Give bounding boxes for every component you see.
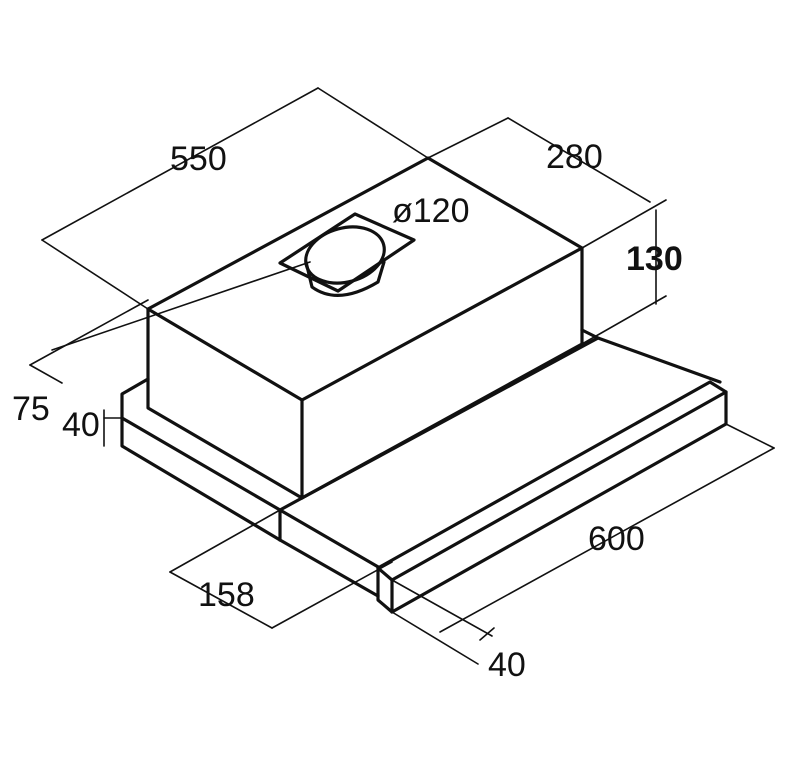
- dim-550-ext-right: [317, 87, 429, 159]
- base-tray-top-left: [120, 416, 304, 512]
- dim-550-line: [41, 87, 319, 241]
- dimension-labels: 550 280 ø120 130 75 40 158 600 40: [12, 138, 683, 684]
- dim-158-ext-right: [271, 561, 393, 629]
- dim-550-ext-left: [41, 239, 149, 310]
- dim-280-line: [507, 117, 651, 203]
- dim-40-front-ext: [391, 579, 493, 637]
- dim-158-line: [169, 571, 273, 629]
- sliding-tray: [278, 336, 722, 598]
- slide-lower-edge: [278, 538, 380, 598]
- motor-box-top: [146, 156, 584, 402]
- motor-box-left-face: [146, 307, 304, 500]
- dim-280-ext-left: [427, 117, 509, 159]
- label-motor-height: 130: [626, 240, 683, 278]
- dim-75-ext-bottom: [29, 364, 63, 384]
- label-duct-diameter: ø120: [392, 192, 470, 230]
- dim-130-ext: [581, 295, 667, 345]
- dim-40-front-line: [391, 611, 479, 665]
- dimension-lines: [29, 87, 775, 665]
- collar-side: [304, 260, 386, 297]
- label-base-height: 40: [62, 406, 100, 444]
- handle-end: [376, 566, 394, 614]
- motor-box: [146, 156, 584, 500]
- slide-front-edge: [278, 508, 382, 570]
- dim-75-ext-top: [51, 261, 311, 351]
- dim-600-ext-right: [725, 423, 775, 449]
- label-slide-offset: 158: [198, 576, 255, 614]
- dim-75-line: [29, 299, 149, 366]
- dim-158-ext-left: [169, 509, 281, 573]
- label-total-length: 600: [588, 520, 645, 558]
- front-handle: [376, 380, 728, 614]
- label-depth: 280: [546, 138, 603, 176]
- handle-front: [390, 390, 728, 614]
- handle-top: [376, 380, 728, 582]
- base-tray-left: [120, 377, 282, 542]
- label-front-height: 40: [488, 646, 526, 684]
- label-total-height: 75: [12, 390, 50, 428]
- label-width: 550: [170, 140, 227, 178]
- exhaust-collar: [278, 212, 416, 297]
- dim-600-line: [439, 447, 775, 633]
- slide-top-edge: [300, 336, 722, 500]
- dim-280-ext-right: [581, 199, 667, 249]
